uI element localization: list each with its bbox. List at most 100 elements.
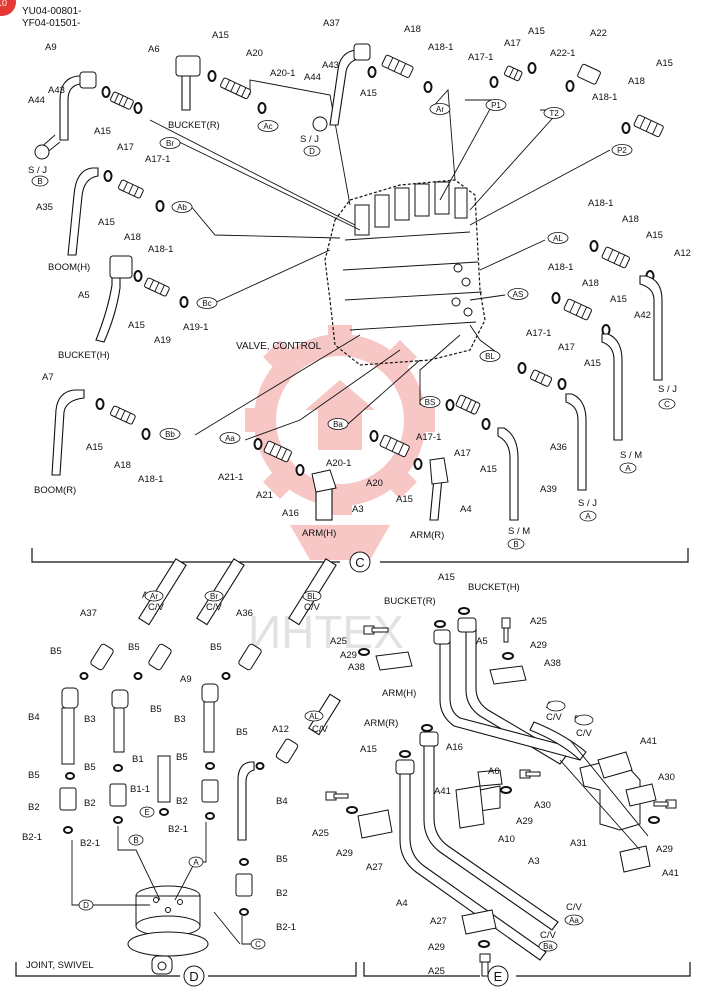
sj-label: S / J bbox=[578, 498, 597, 509]
tag-br: Br bbox=[210, 592, 218, 601]
part-label-a18: A18 bbox=[114, 460, 131, 471]
part-label-a25: A25 bbox=[530, 616, 547, 627]
tag-c: C bbox=[664, 400, 670, 409]
section-c-labels: A9 A43 A44 S / J A15 A17 A17-1 A35 A15 A… bbox=[28, 18, 691, 541]
arm-h-label: ARM(H) bbox=[302, 528, 336, 539]
part-label-a21: A21 bbox=[256, 490, 273, 501]
part-label-b5: B5 bbox=[84, 762, 96, 773]
oring-icon bbox=[95, 398, 105, 410]
part-label-a18: A18 bbox=[628, 76, 645, 87]
part-label-b1: B1 bbox=[132, 754, 144, 765]
serial-number-1: YU04-00801- bbox=[22, 6, 81, 17]
oring-icon bbox=[207, 70, 217, 82]
part-label-a18-1: A18-1 bbox=[592, 92, 617, 103]
bolt-icon bbox=[519, 769, 541, 779]
part-label-a18: A18 bbox=[124, 232, 141, 243]
tag-d: D bbox=[309, 147, 315, 156]
part-label-b2: B2 bbox=[28, 802, 40, 813]
part-label-a35: A35 bbox=[36, 202, 53, 213]
oring-icon bbox=[179, 296, 189, 308]
part-label-a19-1: A19-1 bbox=[183, 322, 208, 333]
part-label-a16: A16 bbox=[282, 508, 299, 519]
part-label-a20: A20 bbox=[246, 48, 263, 59]
part-label-a27: A27 bbox=[430, 916, 447, 927]
oring-icon bbox=[367, 66, 377, 78]
part-label-a15: A15 bbox=[480, 464, 497, 475]
part-label-a17-1: A17-1 bbox=[468, 52, 493, 63]
part-label-b1-1: B1-1 bbox=[130, 784, 150, 795]
part-label-a22: A22 bbox=[590, 28, 607, 39]
part-label-a37: A37 bbox=[80, 608, 97, 619]
section-e-port-tags: Aa Ba bbox=[538, 700, 594, 952]
part-label-a29: A29 bbox=[336, 848, 353, 859]
part-label-a17: A17 bbox=[117, 142, 134, 153]
part-label-a21-1: A21-1 bbox=[218, 472, 243, 483]
tag-bl: BL bbox=[485, 352, 495, 361]
part-label-a15: A15 bbox=[656, 58, 673, 69]
part-label-b5: B5 bbox=[276, 854, 288, 865]
tag-b: B bbox=[133, 836, 138, 845]
bolt-icon bbox=[653, 799, 677, 809]
bolt-icon bbox=[325, 791, 349, 801]
tag-bb: Bb bbox=[165, 430, 175, 439]
tag-bs: BS bbox=[425, 398, 436, 407]
tag-p1: P1 bbox=[491, 101, 501, 110]
part-label-a20-1: A20-1 bbox=[326, 458, 351, 469]
oring-icon bbox=[565, 80, 575, 92]
tag-c: C bbox=[255, 940, 261, 949]
boom-h-label: BOOM(H) bbox=[48, 262, 90, 273]
part-label-a15: A15 bbox=[610, 294, 627, 305]
part-label-a39: A39 bbox=[540, 484, 557, 495]
section-d-marker: D bbox=[189, 969, 198, 984]
swivel-joint bbox=[127, 885, 209, 975]
part-label-a31: A31 bbox=[570, 838, 587, 849]
part-label-a29: A29 bbox=[530, 640, 547, 651]
part-label-a15: A15 bbox=[646, 230, 663, 241]
part-label-a15: A15 bbox=[98, 217, 115, 228]
part-label-b4: B4 bbox=[276, 796, 288, 807]
section-c-leader-lines bbox=[149, 79, 611, 441]
arm-h-label: ARM(H) bbox=[382, 688, 416, 699]
oring-icon bbox=[103, 170, 113, 182]
part-label-a22-1: A22-1 bbox=[550, 48, 575, 59]
section-d-bracket: D bbox=[15, 962, 357, 987]
part-label-b4: B4 bbox=[28, 712, 40, 723]
tag-a: A bbox=[625, 464, 631, 473]
boom-r-label: BOOM(R) bbox=[34, 485, 76, 496]
cv-label: C/V bbox=[148, 602, 165, 613]
part-label-a17: A17 bbox=[454, 448, 471, 459]
swivel-joint-label: JOINT, SWIVEL bbox=[26, 960, 94, 971]
oring-icon bbox=[141, 428, 151, 440]
bolt-icon bbox=[363, 625, 389, 635]
tag-ar: Ar bbox=[436, 105, 444, 114]
part-label-a17: A17 bbox=[558, 342, 575, 353]
part-label-a30: A30 bbox=[534, 800, 551, 811]
part-label-a10: A10 bbox=[498, 834, 515, 845]
tag-ab: Ab bbox=[177, 203, 187, 212]
oring-icon bbox=[413, 458, 423, 470]
oring-icon bbox=[101, 86, 111, 98]
part-label-a17-1: A17-1 bbox=[526, 328, 551, 339]
tag-ba: Ba bbox=[543, 942, 553, 951]
tag-bl: BL bbox=[307, 592, 317, 601]
part-label-a4: A4 bbox=[460, 504, 472, 515]
part-label-a9: A9 bbox=[180, 674, 192, 685]
tag-t2: T2 bbox=[549, 109, 559, 118]
control-valve-label: VALVE, CONTROL bbox=[236, 341, 322, 352]
tag-e: E bbox=[144, 808, 149, 817]
part-label-a44: A44 bbox=[28, 95, 45, 106]
part-label-b2: B2 bbox=[276, 888, 288, 899]
oring-icon bbox=[423, 81, 433, 93]
part-label-b2-1: B2-1 bbox=[276, 922, 296, 933]
part-label-a7: A7 bbox=[42, 372, 54, 383]
part-label-a15: A15 bbox=[584, 358, 601, 369]
part-label-a15: A15 bbox=[86, 442, 103, 453]
section-e-bracket: E bbox=[363, 962, 691, 987]
part-label-a41: A41 bbox=[662, 868, 679, 879]
oring-icon bbox=[589, 240, 599, 252]
part-label-b5: B5 bbox=[210, 642, 222, 653]
section-d-labels: A37 C/V C/V C/V A37 A36 B5 B5 B5 A9 B5 B… bbox=[22, 590, 321, 971]
tag-aa: Aa bbox=[225, 434, 235, 443]
part-label-b5: B5 bbox=[128, 642, 140, 653]
